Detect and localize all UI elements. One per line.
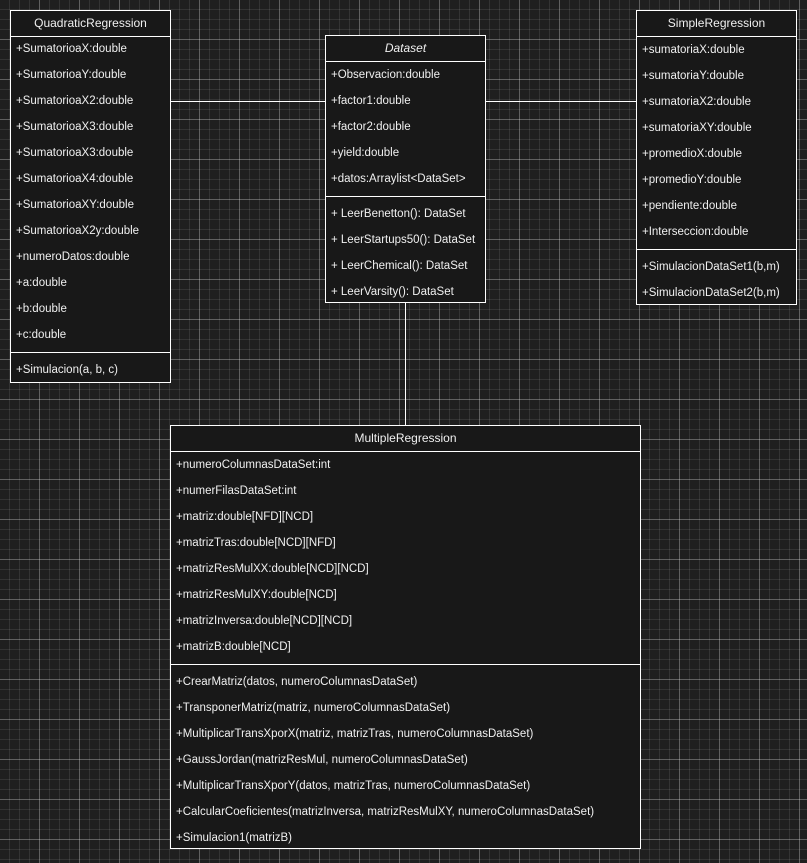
attribute: +promedioY:double: [642, 174, 742, 186]
attribute: +promedioX:double: [642, 148, 743, 160]
attribute: +c:double: [16, 329, 67, 341]
attribute: +b:double: [16, 303, 67, 315]
attribute: +SumatorioaX:double: [16, 43, 127, 55]
attribute: +factor2:double: [331, 121, 411, 133]
attribute-list: +sumatoriaX:double +sumatoriaY:double +s…: [637, 37, 796, 250]
attribute: +matrizTras:double[NCD][NFD]: [176, 537, 336, 549]
class-name: QuadraticRegression: [11, 11, 170, 37]
attribute: +matrizB:double[NCD]: [176, 641, 291, 653]
attribute: +yield:double: [331, 147, 400, 159]
attribute: +sumatoriaX:double: [642, 44, 745, 56]
method: +CrearMatriz(datos, numeroColumnasDataSe…: [176, 676, 418, 688]
attribute: +datos:Arraylist<DataSet>: [331, 173, 466, 185]
attribute: +numeroColumnasDataSet:int: [176, 459, 331, 471]
attribute: +factor1:double: [331, 95, 411, 107]
method: +SimulacionDataSet2(b,m): [642, 287, 780, 299]
attribute: +SumatorioaX2:double: [16, 95, 134, 107]
method-list: +SimulacionDataSet1(b,m) +SimulacionData…: [637, 250, 796, 306]
class-quadratic-regression[interactable]: QuadraticRegression +SumatorioaX:double …: [10, 10, 171, 383]
method: + LeerStartups50(): DataSet: [331, 234, 476, 246]
class-name: Dataset: [326, 36, 485, 62]
class-name: MultipleRegression: [171, 426, 640, 452]
class-simple-regression[interactable]: SimpleRegression +sumatoriaX:double +sum…: [636, 10, 797, 305]
method-list: + LeerBenetton(): DataSet + LeerStartups…: [326, 197, 485, 305]
attribute: +matrizResMulXY:double[NCD]: [176, 589, 337, 601]
method: +MultiplicarTransXporX(matriz, matrizTra…: [176, 728, 534, 740]
attribute: +sumatoriaX2:double: [642, 96, 752, 108]
method: +MultiplicarTransXporY(datos, matrizTras…: [176, 780, 531, 792]
attribute: +SumatorioaY:double: [16, 69, 127, 81]
method-list: +Simulacion(a, b, c): [11, 353, 170, 383]
attribute: +Observacion:double: [331, 69, 441, 81]
attribute-list: +SumatorioaX:double +SumatorioaY:double …: [11, 36, 170, 353]
method: + LeerVarsity(): DataSet: [331, 286, 454, 298]
attribute: +sumatoriaY:double: [642, 70, 744, 82]
method: +Simulacion1(matrizB): [176, 832, 292, 844]
class-dataset[interactable]: Dataset +Observacion:double +factor1:dou…: [325, 35, 486, 303]
method: +GaussJordan(matrizResMul, numeroColumna…: [176, 754, 468, 766]
method: +SimulacionDataSet1(b,m): [642, 261, 780, 273]
method: +CalcularCoeficientes(matrizInversa, mat…: [176, 806, 595, 818]
method: + LeerBenetton(): DataSet: [331, 208, 466, 220]
attribute: +matrizInversa:double[NCD][NCD]: [176, 615, 353, 627]
attribute: +SumatorioaX3:double: [16, 147, 134, 159]
attribute-list: +numeroColumnasDataSet:int +numerFilasDa…: [171, 452, 640, 665]
attribute: +SumatorioaX2y:double: [16, 225, 140, 237]
attribute: +matriz:double[NFD][NCD]: [176, 511, 314, 523]
class-name: SimpleRegression: [637, 11, 796, 37]
attribute: +sumatoriaXY:double: [642, 122, 752, 134]
attribute-list: +Observacion:double +factor1:double +fac…: [326, 62, 485, 197]
attribute: +pendiente:double: [642, 200, 737, 212]
attribute: +SumatorioaX4:double: [16, 173, 134, 185]
attribute: +SumatorioaX3:double: [16, 121, 134, 133]
method: +Simulacion(a, b, c): [16, 364, 118, 376]
attribute: +numeroDatos:double: [16, 251, 130, 263]
attribute: +matrizResMulXX:double[NCD][NCD]: [176, 563, 369, 575]
attribute: +SumatorioaXY:double: [16, 199, 134, 211]
attribute: +a:double: [16, 277, 67, 289]
class-multiple-regression[interactable]: MultipleRegression +numeroColumnasDataSe…: [170, 425, 641, 849]
method: +TransponerMatriz(matriz, numeroColumnas…: [176, 702, 451, 714]
method: + LeerChemical(): DataSet: [331, 260, 468, 272]
method-list: +CrearMatriz(datos, numeroColumnasDataSe…: [171, 665, 640, 851]
attribute: +Interseccion:double: [642, 226, 749, 238]
attribute: +numerFilasDataSet:int: [176, 485, 297, 497]
